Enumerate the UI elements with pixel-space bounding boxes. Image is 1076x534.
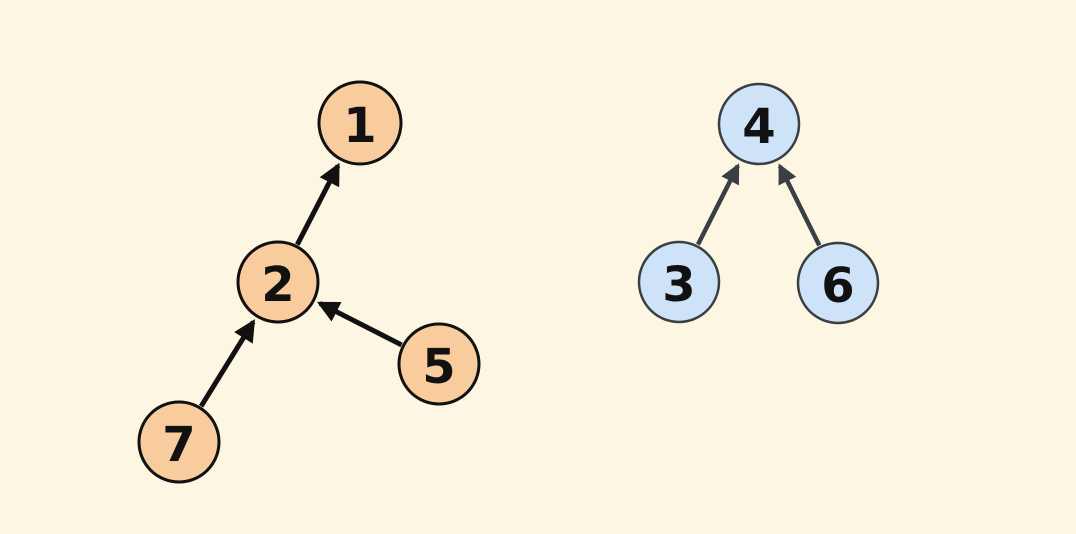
node-1: 1 xyxy=(317,80,403,166)
node-7: 7 xyxy=(137,400,221,484)
node-5: 5 xyxy=(397,322,481,406)
edge-3-to-4 xyxy=(695,163,740,246)
edge-7-to-2 xyxy=(198,319,256,408)
edge-5-to-2 xyxy=(316,301,403,348)
node-7-circle xyxy=(137,400,221,484)
node-4-circle xyxy=(717,82,801,166)
node-3: 3 xyxy=(637,240,721,324)
node-1-circle xyxy=(317,80,403,166)
edge-2-to-1 xyxy=(295,162,341,246)
node-3-circle xyxy=(637,240,721,324)
node-5-circle xyxy=(397,322,481,406)
node-6: 6 xyxy=(796,241,880,325)
node-2-circle xyxy=(236,240,320,324)
node-4: 4 xyxy=(717,82,801,166)
node-6-circle xyxy=(796,241,880,325)
node-2: 2 xyxy=(236,240,320,324)
edge-6-to-4 xyxy=(777,163,822,247)
